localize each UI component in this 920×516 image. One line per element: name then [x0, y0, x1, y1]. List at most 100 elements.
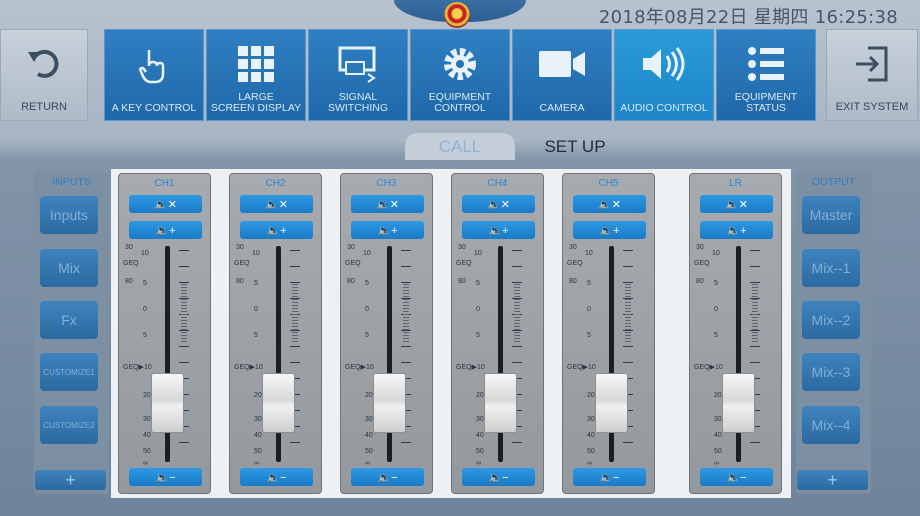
- fader-track[interactable]: [609, 246, 614, 462]
- output-button-mix4[interactable]: Mix--4: [802, 406, 860, 444]
- volume-down-button[interactable]: 🔈−: [700, 468, 773, 486]
- input-button-mix[interactable]: Mix: [40, 249, 98, 287]
- volume-down-button[interactable]: 🔈−: [351, 468, 424, 486]
- fader-track[interactable]: [387, 246, 392, 462]
- meter-segment: [752, 314, 758, 315]
- meter-segment: [514, 320, 520, 321]
- volume-up-button[interactable]: 🔈+: [462, 221, 535, 239]
- output-button-mix2[interactable]: Mix--2: [802, 301, 860, 339]
- fader-track[interactable]: [498, 246, 503, 462]
- mute-button[interactable]: 🔈✕: [129, 195, 202, 213]
- gear-icon: [411, 42, 509, 86]
- fader-thumb[interactable]: [595, 373, 628, 433]
- scale-tick: [512, 362, 522, 363]
- add-output-button[interactable]: +: [797, 470, 868, 490]
- input-button-fx[interactable]: Fx: [40, 301, 98, 339]
- scale-tick: [290, 410, 300, 411]
- nav-a-key-control[interactable]: A KEY CONTROL: [104, 29, 204, 121]
- meter-segment: [403, 332, 409, 333]
- input-button-customize1[interactable]: CUSTOMIZE1: [40, 353, 98, 391]
- scale-tick: [623, 346, 633, 347]
- speaker-mute-icon: 🔈✕: [154, 198, 177, 211]
- volume-down-button[interactable]: 🔈−: [462, 468, 535, 486]
- scale-label: 5: [365, 280, 369, 287]
- return-label: RETURN: [21, 101, 67, 113]
- tab-call[interactable]: CALL: [405, 133, 515, 160]
- nav-signal-switching[interactable]: SIGNAL SWITCHING: [308, 29, 408, 121]
- meter-segment: [625, 341, 631, 342]
- return-button[interactable]: RETURN: [0, 29, 88, 121]
- nav-camera[interactable]: CAMERA: [512, 29, 612, 121]
- scale-label: 5: [143, 280, 147, 287]
- nav-large-screen-display[interactable]: LARGE SCREEN DISPLAY: [206, 29, 306, 121]
- fader-thumb[interactable]: [722, 373, 755, 433]
- mute-button[interactable]: 🔈✕: [462, 195, 535, 213]
- scale-tick: [750, 298, 760, 299]
- add-input-button[interactable]: +: [35, 470, 106, 490]
- scale-label: 0: [143, 306, 147, 313]
- mute-button[interactable]: 🔈✕: [573, 195, 646, 213]
- scale-tick: [623, 410, 633, 411]
- meter-segment: [292, 293, 298, 294]
- meter-segment: [625, 338, 631, 339]
- scale-label: 30: [714, 416, 722, 423]
- scale-label: 30: [696, 244, 704, 251]
- fader-track[interactable]: [165, 246, 170, 462]
- scale-tick: [290, 378, 300, 379]
- tab-setup[interactable]: SET UP: [544, 136, 606, 156]
- scale-label: 0: [714, 306, 718, 313]
- meter-segment: [514, 299, 520, 300]
- exit-system-button[interactable]: EXIT SYSTEM: [826, 29, 918, 121]
- scale-tick: [401, 442, 411, 443]
- scale-label: 5: [587, 332, 591, 339]
- volume-up-button[interactable]: 🔈+: [700, 221, 773, 239]
- fader-thumb[interactable]: [151, 373, 184, 433]
- channel-name: CH5: [598, 178, 619, 189]
- meter-segment: [403, 308, 409, 309]
- input-button-customize2[interactable]: CUSTOMIZE2: [40, 406, 98, 444]
- fader-thumb[interactable]: [484, 373, 517, 433]
- output-button-mix3[interactable]: Mix--3: [802, 353, 860, 391]
- scale-tick: [290, 266, 300, 267]
- output-button-master[interactable]: Master: [802, 196, 860, 234]
- volume-up-button[interactable]: 🔈+: [240, 221, 313, 239]
- input-button-inputs[interactable]: Inputs: [40, 196, 98, 234]
- fader-track[interactable]: [736, 246, 741, 462]
- output-button-mix1[interactable]: Mix--1: [802, 249, 860, 287]
- meter-segment: [181, 290, 187, 291]
- mute-button[interactable]: 🔈✕: [240, 195, 313, 213]
- volume-up-button[interactable]: 🔈+: [129, 221, 202, 239]
- meter-segment: [292, 332, 298, 333]
- volume-down-button[interactable]: 🔈−: [240, 468, 313, 486]
- volume-up-button[interactable]: 🔈+: [573, 221, 646, 239]
- fader-thumb[interactable]: [262, 373, 295, 433]
- fader-thumb[interactable]: [373, 373, 406, 433]
- scale-label: 5: [254, 332, 258, 339]
- volume-down-button[interactable]: 🔈−: [129, 468, 202, 486]
- mute-button[interactable]: 🔈✕: [700, 195, 773, 213]
- fader-ticks: [623, 244, 653, 464]
- meter-segment: [292, 317, 298, 318]
- meter-segment: [625, 326, 631, 327]
- nav-audio-control[interactable]: AUDIO CONTROL: [614, 29, 714, 121]
- scale-tick: [750, 378, 760, 379]
- meter-segment: [625, 290, 631, 291]
- scale-label: 30: [254, 416, 262, 423]
- grid-icon: [207, 42, 305, 86]
- meter-segment: [181, 317, 187, 318]
- mute-button[interactable]: 🔈✕: [351, 195, 424, 213]
- scale-tick: [750, 426, 760, 427]
- volume-up-button[interactable]: 🔈+: [351, 221, 424, 239]
- volume-down-button[interactable]: 🔈−: [573, 468, 646, 486]
- scale-tick: [401, 410, 411, 411]
- meter-segment: [514, 308, 520, 309]
- scale-tick: [179, 410, 189, 411]
- exit-label: EXIT SYSTEM: [835, 101, 909, 113]
- nav-equipment-control[interactable]: EQUIPMENT CONTROL: [410, 29, 510, 121]
- scale-tick: [623, 394, 633, 395]
- fader-track[interactable]: [276, 246, 281, 462]
- nav-equipment-status[interactable]: EQUIPMENT STATUS: [716, 29, 816, 121]
- speaker-minus-icon: 🔈−: [488, 471, 509, 484]
- meter-segment: [752, 326, 758, 327]
